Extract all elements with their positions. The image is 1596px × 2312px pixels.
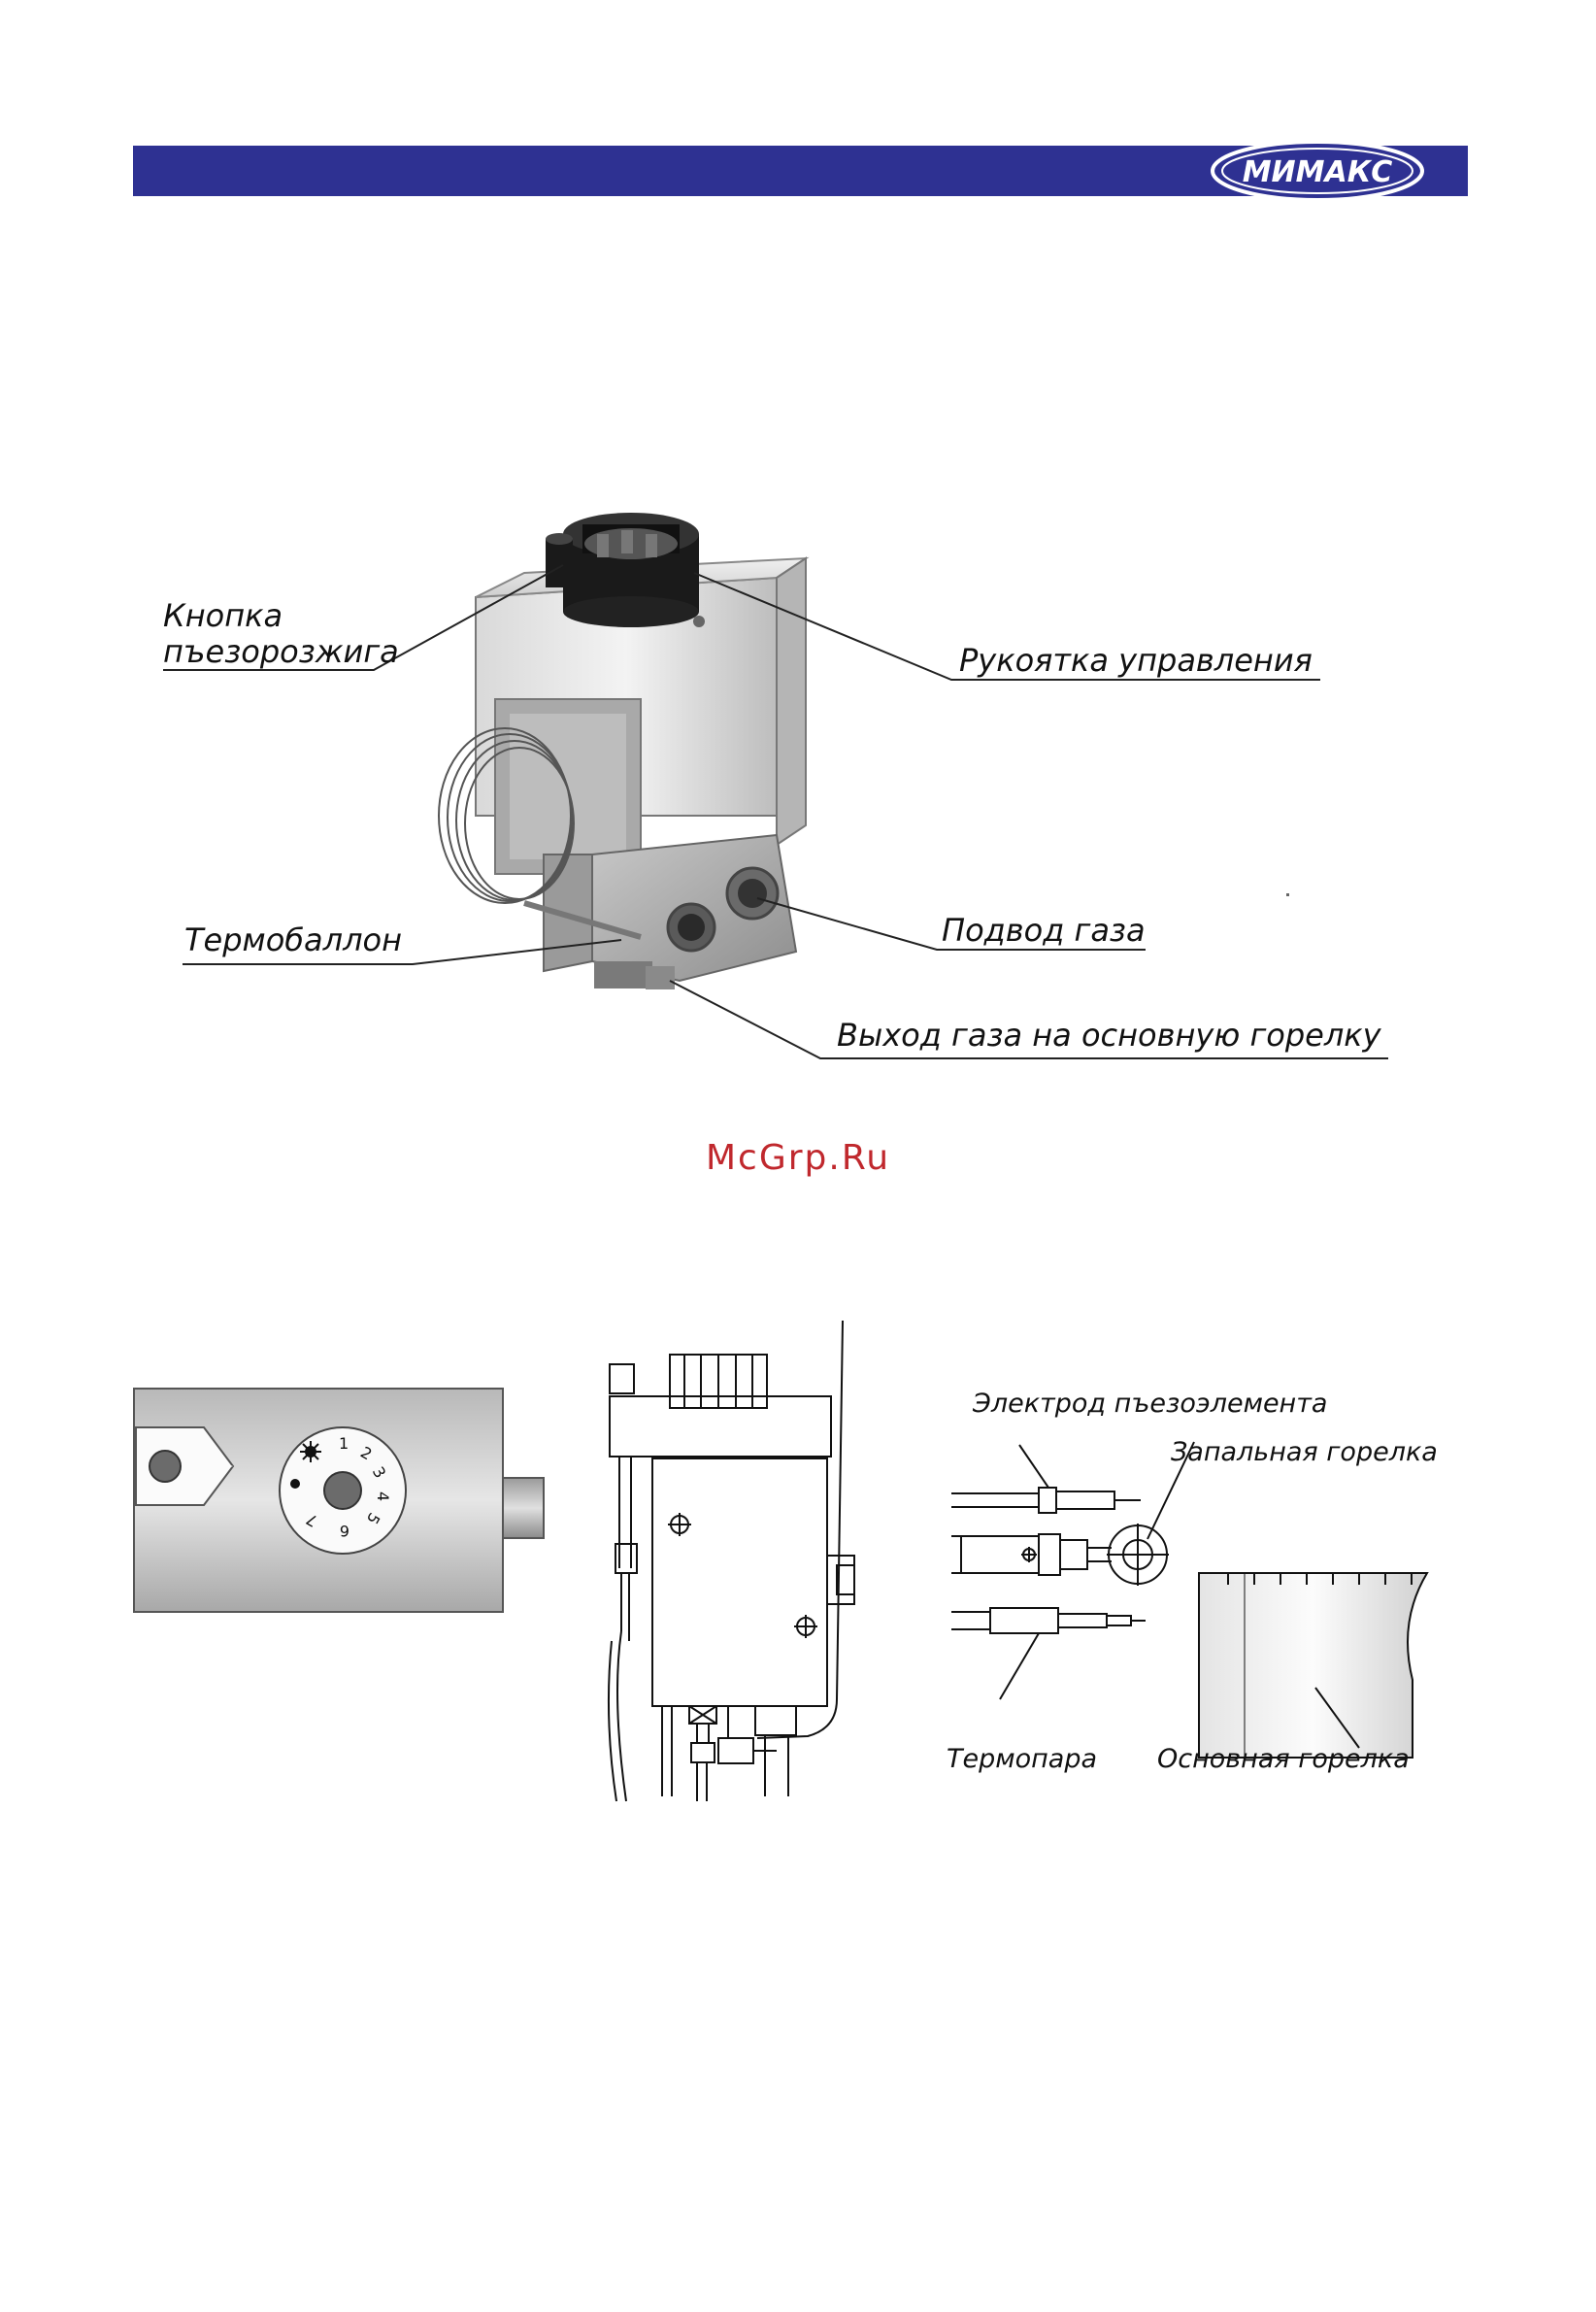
dial-number-4: 4 [374, 1491, 392, 1501]
label-pilot-burner: Запальная горелка [1171, 1439, 1438, 1465]
pilot-dot-icon [290, 1479, 300, 1489]
label-thermo-bulb: Термобаллон [184, 924, 402, 955]
valve-cast-body [544, 835, 796, 989]
dial-number-1: 1 [339, 1434, 349, 1453]
label-main-burner: Основная горелка [1157, 1746, 1410, 1772]
label-piezo-button-line1: Кнопка [163, 600, 283, 631]
label-gas-inlet: Подвод газа [942, 915, 1146, 946]
label-gas-outlet: Выход газа на основную горелку [837, 1020, 1381, 1051]
piezo-button-shape [546, 533, 573, 587]
control-panel-dial-diagram: 1 2 3 4 5 6 7 [126, 1369, 563, 1631]
label-piezo-button-line2: пъезорозжига [163, 636, 399, 667]
control-knob-shape [563, 513, 699, 627]
dial-number-6: 6 [340, 1522, 349, 1540]
label-piezo-electrode: Электрод пъезоэлемента [973, 1391, 1327, 1417]
label-control-knob: Рукоятка управления [959, 645, 1313, 676]
label-thermocouple: Термопара [947, 1746, 1097, 1772]
watermark: McGrp.Ru [0, 1138, 1596, 1178]
ignition-star-icon [300, 1441, 321, 1462]
valve-line-drawing [582, 1311, 883, 1806]
